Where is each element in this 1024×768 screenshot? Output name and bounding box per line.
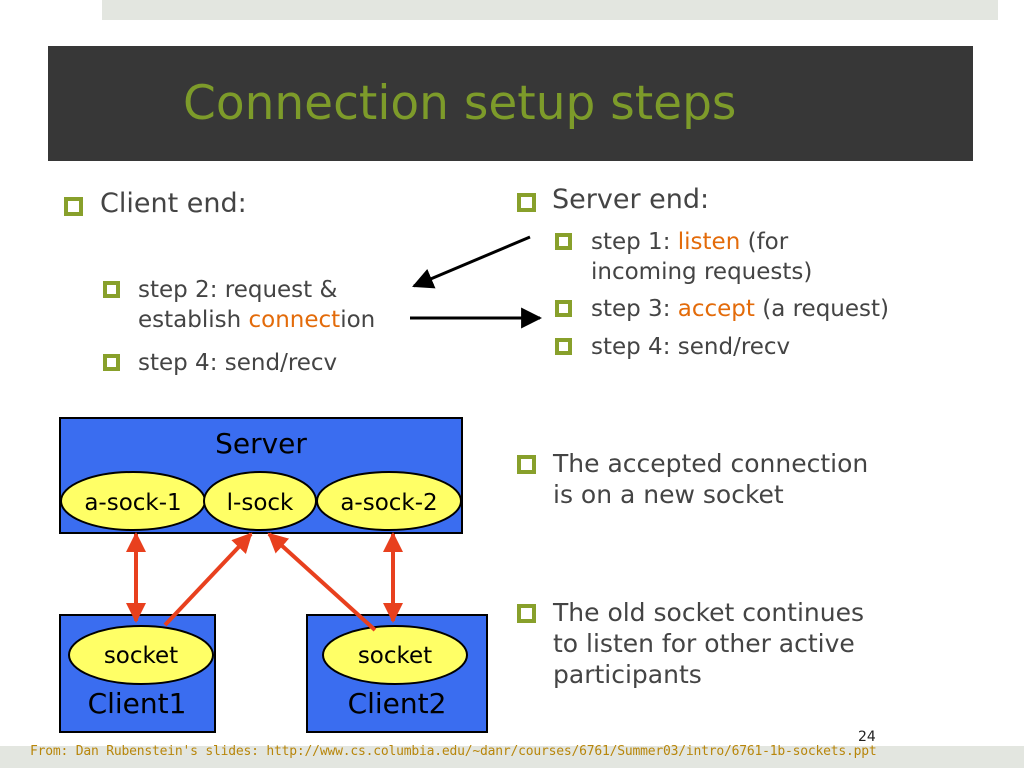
top-decor-bar [102,0,998,20]
client2-socket-oval [322,625,468,685]
bullet-square-icon [517,604,536,623]
l-sock-label: l-sock [227,490,294,516]
client-step2-line1: step 2: request & [138,277,338,303]
client-step2-item: step 2: request & establish connection [103,275,375,335]
client2-socket-label: socket [358,643,432,669]
bottom-decor-bar [0,746,1024,768]
client2-label: Client2 [348,687,447,720]
a-sock-1-label: a-sock-1 [84,490,181,516]
client1-label: Client1 [88,687,187,720]
bullet-square-icon [555,300,572,317]
note-accepted-connection: The accepted connection is on a new sock… [517,448,868,510]
bullet-square-icon [103,354,120,371]
client-step2-line2: establish connection [138,307,376,333]
source-credit: From: Dan Rubenstein's slides: http://ww… [30,744,877,759]
server-step1-line2: incoming requests) [591,259,813,285]
server-step3-item: step 3: accept (a request) [555,294,889,324]
client1-socket-label: socket [104,643,178,669]
bullet-square-icon [64,197,83,216]
bullet-square-icon [517,455,536,474]
page-number: 24 [858,729,876,745]
client2-to-lsock-arrow [267,532,377,632]
client-step4-item: step 4: send/recv [103,348,337,378]
server-step1-line1: step 1: listen (for [591,229,789,255]
client1-to-lsock-arrow [163,532,253,627]
bullet-square-icon [555,338,572,355]
server-label: Server [215,427,307,460]
client1-socket-oval [68,625,214,685]
note-old-socket: The old socket continues to listen for o… [517,597,864,690]
slide-title: Connection setup steps [183,76,737,131]
server-end-heading: Server end: [517,184,709,215]
client-end-heading: Client end: [64,188,247,219]
a-sock-2-label: a-sock-2 [340,490,437,516]
bullet-square-icon [103,281,120,298]
server-step4-item: step 4: send/recv [555,332,790,362]
server-step1-item: step 1: listen (for incoming requests) [555,227,812,287]
title-banner [48,46,973,161]
bullet-square-icon [555,233,572,250]
bullet-square-icon [517,193,536,212]
listen-to-request-arrow [412,235,531,289]
a-sock-2-oval [316,471,462,531]
